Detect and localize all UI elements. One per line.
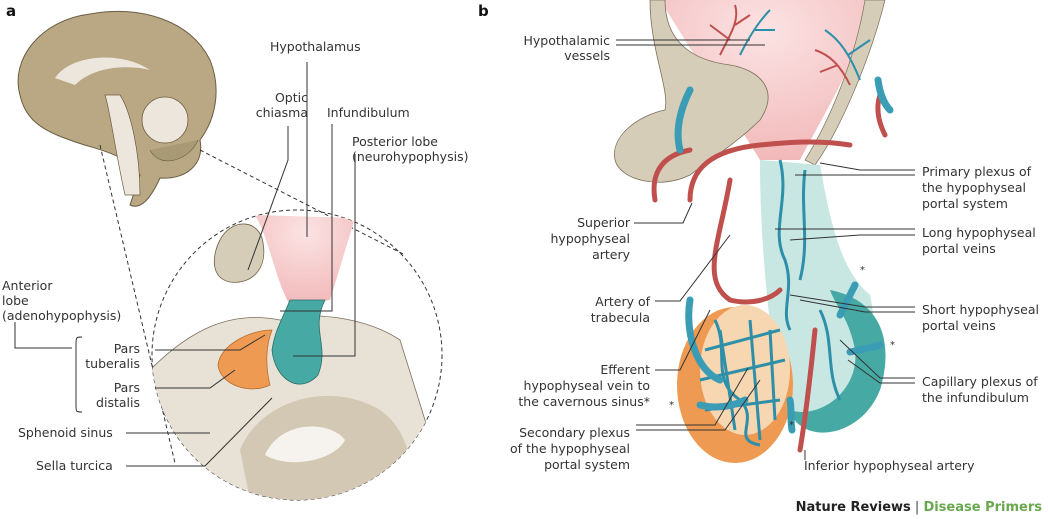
label-artery-trabecula-1: Artery of: [595, 294, 650, 309]
credit-journal: Nature Reviews: [795, 500, 911, 515]
label-efferent-vein-2: hypophyseal vein to: [523, 378, 650, 393]
portal-system: [614, 0, 894, 463]
label-pars-distalis-1: Pars: [113, 380, 140, 395]
label-short-veins-1: Short hypophyseal: [922, 302, 1040, 317]
brain-sagittal: [17, 11, 217, 207]
label-pars-distalis-2: distalis: [96, 395, 140, 410]
label-secondary-plexus-1: Secondary plexus: [519, 425, 630, 440]
label-artery-trabecula-2: trabecula: [590, 310, 650, 325]
label-optic-chiasma-2: chiasma: [255, 105, 308, 120]
label-posterior-lobe-1: Posterior lobe: [352, 134, 438, 149]
label-optic-chiasma-1: Optic: [274, 90, 308, 105]
journal-credit: Nature Reviews | Disease Primers: [796, 500, 1042, 515]
label-sphenoid-sinus: Sphenoid sinus: [18, 425, 113, 440]
label-hypothalamus: Hypothalamus: [270, 39, 361, 54]
label-efferent-vein-1: Efferent: [600, 362, 650, 377]
asterisk-marker: *: [789, 420, 794, 431]
label-superior-artery-2: hypophyseal: [550, 231, 631, 246]
zoom-line-left: [99, 144, 176, 464]
panel-label-b: b: [478, 2, 489, 20]
asterisk-marker: *: [860, 265, 865, 276]
label-primary-plexus-2: the hypophyseal: [922, 180, 1026, 195]
label-inferior-artery: Inferior hypophyseal artery: [804, 458, 975, 473]
asterisk-marker: *: [890, 340, 895, 351]
label-efferent-vein-3: the cavernous sinus*: [518, 394, 650, 409]
asterisk-marker: *: [669, 400, 674, 411]
label-sella-turcica: Sella turcica: [36, 458, 113, 473]
label-short-veins-2: portal veins: [922, 318, 996, 333]
label-posterior-lobe-2: (neurohypophysis): [352, 149, 469, 164]
label-pars-tuberalis-2: tuberalis: [85, 356, 140, 371]
label-primary-plexus-1: Primary plexus of: [922, 164, 1032, 179]
label-hypothalamic-vessels-2: vessels: [564, 48, 610, 63]
label-superior-artery-1: Superior: [577, 215, 630, 230]
label-long-veins-2: portal veins: [922, 241, 996, 256]
label-capillary-plexus-1: Capillary plexus of: [922, 374, 1038, 389]
label-capillary-plexus-2: the infundibulum: [922, 390, 1029, 405]
panel-label-a: a: [6, 2, 17, 20]
leader-lines-a: [14, 62, 356, 467]
zoom-line-right: [199, 149, 406, 256]
label-anterior-lobe-1: Anterior: [2, 278, 53, 293]
credit-series: Disease Primers: [923, 500, 1042, 515]
pituitary-closeup: [152, 215, 442, 500]
label-primary-plexus-3: portal system: [922, 196, 1008, 211]
label-secondary-plexus-2: of the hypophyseal: [509, 441, 630, 456]
label-long-veins-1: Long hypophyseal: [922, 225, 1036, 240]
label-superior-artery-3: artery: [592, 247, 630, 262]
label-infundibulum: Infundibulum: [327, 105, 410, 120]
label-hypothalamic-vessels-1: Hypothalamic: [523, 33, 610, 48]
label-anterior-lobe-2: lobe: [2, 293, 29, 308]
leader-lines-b: [616, 39, 915, 460]
label-pars-tuberalis-1: Pars: [113, 341, 140, 356]
label-anterior-lobe-3: (adenohypophysis): [2, 308, 122, 323]
credit-separator: |: [910, 500, 924, 515]
label-secondary-plexus-3: portal system: [544, 457, 630, 472]
